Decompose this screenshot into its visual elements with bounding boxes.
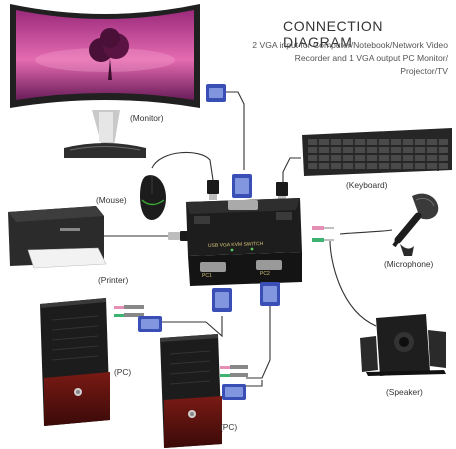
keyboard-cable — [282, 157, 301, 182]
label-mouse: (Mouse) — [96, 195, 127, 205]
pc-tower-2 — [160, 334, 222, 448]
speaker-cable — [329, 239, 377, 327]
label-speaker: (Speaker) — [386, 387, 423, 397]
pc2-vga-cable — [246, 306, 271, 379]
label-microphone: (Microphone) — [384, 259, 434, 269]
pc1-vga-cable — [160, 316, 223, 338]
speaker-system — [360, 314, 446, 376]
label-monitor: (Monitor) — [130, 113, 164, 123]
mic-cable — [339, 229, 393, 235]
microphone — [392, 193, 439, 256]
kvm-port-pc1-label: PC1 — [202, 273, 212, 279]
mouse — [140, 175, 166, 220]
label-pc-2: (PC) — [220, 422, 238, 432]
monitor — [10, 4, 200, 158]
label-keyboard: (Keyboard) — [346, 180, 388, 190]
kvm-port-pc2-label: PC2 — [260, 271, 270, 277]
monitor-vga-plug — [206, 84, 252, 198]
pc1-plugs — [114, 305, 162, 332]
monitor-cable — [222, 91, 245, 170]
label-printer: (Printer) — [98, 275, 129, 285]
pc-tower-1 — [40, 298, 110, 426]
mouse-cable — [151, 151, 214, 181]
pc2-plugs — [220, 365, 248, 400]
kvm-pc2-vga-plug — [260, 282, 280, 306]
diagram-description: 2 VGA input for Computer/Notebook/Networ… — [252, 40, 448, 76]
kvm-switch — [186, 198, 302, 286]
kvm-pc1-vga-plug — [212, 288, 232, 312]
printer-usb-plug — [168, 231, 188, 241]
kvm-audio-plugs — [312, 226, 334, 242]
printer — [8, 206, 107, 269]
diagram-title: CONNECTION DIAGRAM — [283, 18, 384, 50]
cables — [104, 91, 393, 387]
mouse-usb-plug — [207, 180, 219, 200]
label-pc-1: (PC) — [114, 367, 132, 377]
keyboard — [302, 128, 452, 176]
